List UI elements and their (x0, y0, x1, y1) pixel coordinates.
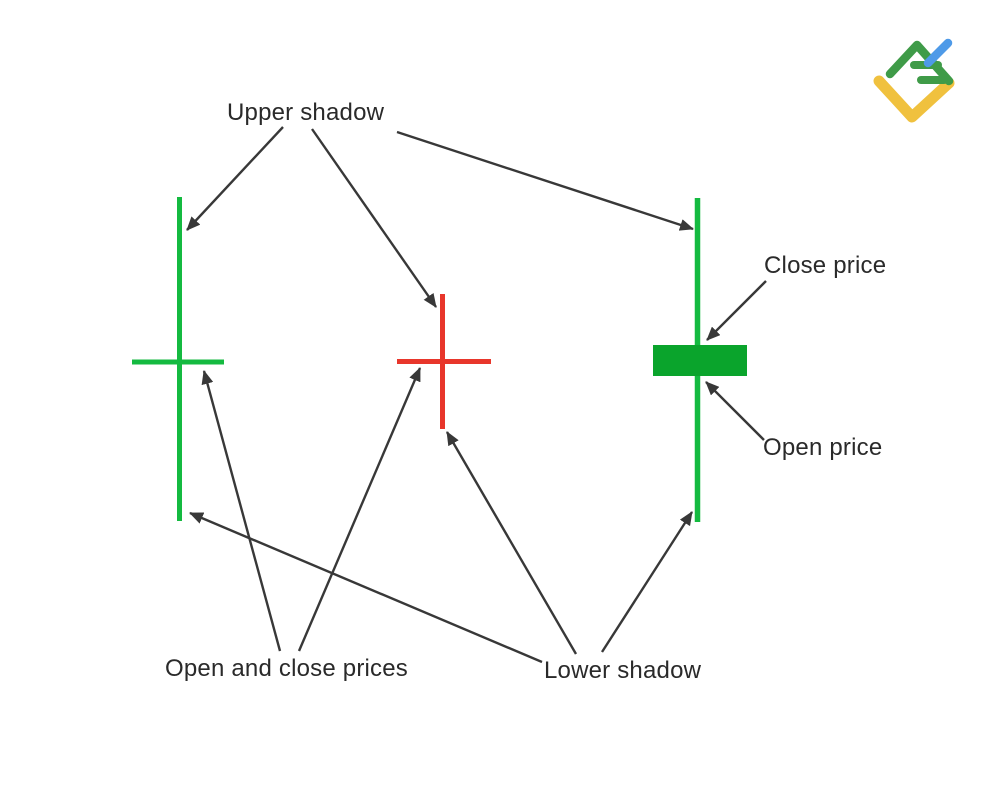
upper-shadow-label: Upper shadow (227, 99, 385, 126)
logo-blue-stroke (923, 38, 953, 68)
arrow-lower-shadow-to-left-candle (189, 511, 543, 664)
arrow-upper-shadow-to-middle-candle (311, 128, 437, 308)
arrow-close-price-to-body-top (706, 280, 767, 341)
close-price-label: Close price (764, 252, 887, 279)
arrow-lower-shadow-to-right-candle (600, 511, 694, 653)
right-bullish-candle (653, 198, 747, 522)
logo-green-peak (885, 40, 954, 86)
arrow-lower-shadow-to-middle-candle (445, 431, 578, 655)
arrow-open-price-to-body-bottom (705, 381, 765, 441)
arrow-open-close-prices-to-middle-doji (297, 367, 422, 652)
annotation-arrows (186, 126, 767, 664)
right-candle-body (653, 345, 747, 376)
logo-yellow-check (873, 75, 955, 123)
lower-shadow-label: Lower shadow (544, 657, 702, 684)
open-price-label: Open price (763, 434, 883, 461)
arrow-upper-shadow-to-right-candle (396, 130, 694, 231)
arrow-upper-shadow-to-left-candle (186, 126, 284, 231)
open-and-close-prices-label: Open and close prices (165, 655, 409, 682)
litefinance-logo (873, 38, 955, 123)
arrow-open-close-prices-to-left-doji (201, 370, 282, 652)
left-doji-candle (132, 197, 224, 521)
middle-doji-candle (397, 294, 491, 429)
